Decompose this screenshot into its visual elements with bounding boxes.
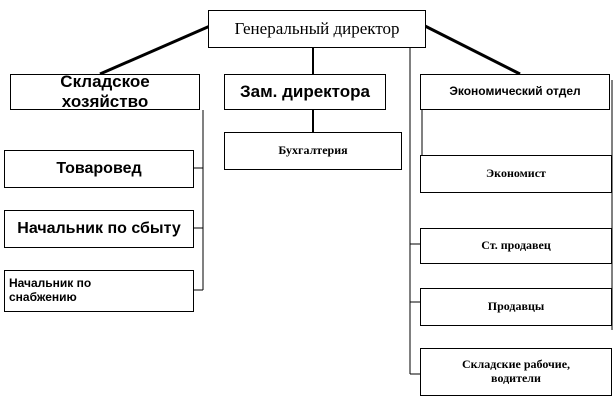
deputy-label: Зам. директора: [239, 82, 371, 102]
sellers-box: Продавцы: [420, 288, 612, 326]
warehouse-workers-box: Складские рабочие, водители: [420, 348, 612, 396]
warehouse-box: Складское хозяйство: [10, 72, 200, 111]
accounting-label: Бухгалтерия: [278, 143, 348, 158]
supply-head-box: Начальник по снабжению: [4, 270, 194, 312]
economist-label: Экономист: [486, 166, 546, 181]
economist-box: Экономист: [420, 155, 612, 193]
accounting-box: Бухгалтерия: [224, 132, 402, 170]
economic-dept-label: Экономический отдел: [449, 84, 581, 99]
warehouse-workers-label: Складские рабочие, водители: [461, 357, 571, 385]
warehouse-label: Складское хозяйство: [60, 72, 150, 111]
sales-head-label: Начальник по сбыту: [17, 219, 181, 237]
ceo-label: Генеральный директор: [234, 19, 400, 39]
senior-seller-label: Ст. продавец: [481, 238, 551, 253]
merchandiser-label: Товаровед: [56, 159, 142, 177]
economic-dept-box: Экономический отдел: [420, 74, 610, 110]
sellers-label: Продавцы: [487, 299, 545, 314]
supply-head-label: Начальник по снабжению: [9, 276, 92, 304]
merchandiser-box: Товаровед: [4, 150, 194, 188]
deputy-box: Зам. директора: [224, 74, 386, 110]
ceo-box: Генеральный директор: [208, 10, 426, 48]
sales-head-box: Начальник по сбыту: [4, 210, 194, 248]
senior-seller-box: Ст. продавец: [420, 228, 612, 264]
